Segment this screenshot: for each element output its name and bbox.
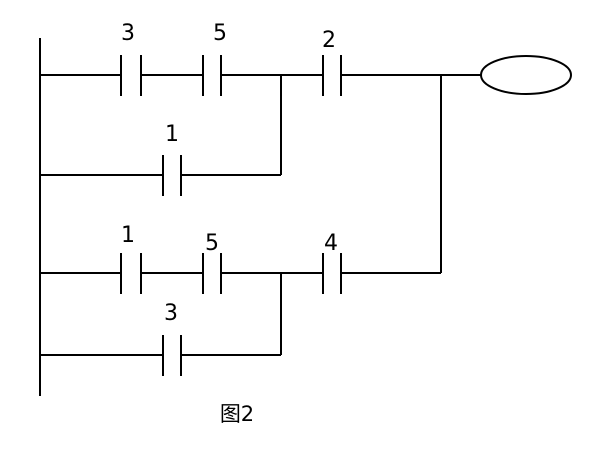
contact-5-top: 5	[202, 21, 227, 96]
contact-label: 1	[121, 223, 135, 248]
output-coil	[480, 55, 572, 95]
rung-1	[40, 74, 481, 176]
contact-label: 5	[213, 21, 227, 46]
contact-2: 2	[322, 28, 342, 96]
contact-label: 3	[164, 301, 178, 326]
contact-5-bottom: 5	[202, 231, 222, 294]
contact-1-bottom: 1	[120, 223, 142, 294]
contact-4: 4	[322, 231, 342, 294]
contact-label: 4	[324, 231, 338, 256]
contact-label: 1	[165, 122, 179, 147]
contact-1-top: 1	[162, 122, 182, 196]
rung-2	[40, 75, 442, 356]
contact-3-top: 3	[120, 21, 142, 96]
contact-label: 2	[322, 28, 336, 53]
contact-3-bottom: 3	[162, 301, 182, 376]
contact-label: 5	[205, 231, 219, 256]
figure-caption: 图2	[220, 402, 254, 426]
contact-label: 3	[121, 21, 135, 46]
